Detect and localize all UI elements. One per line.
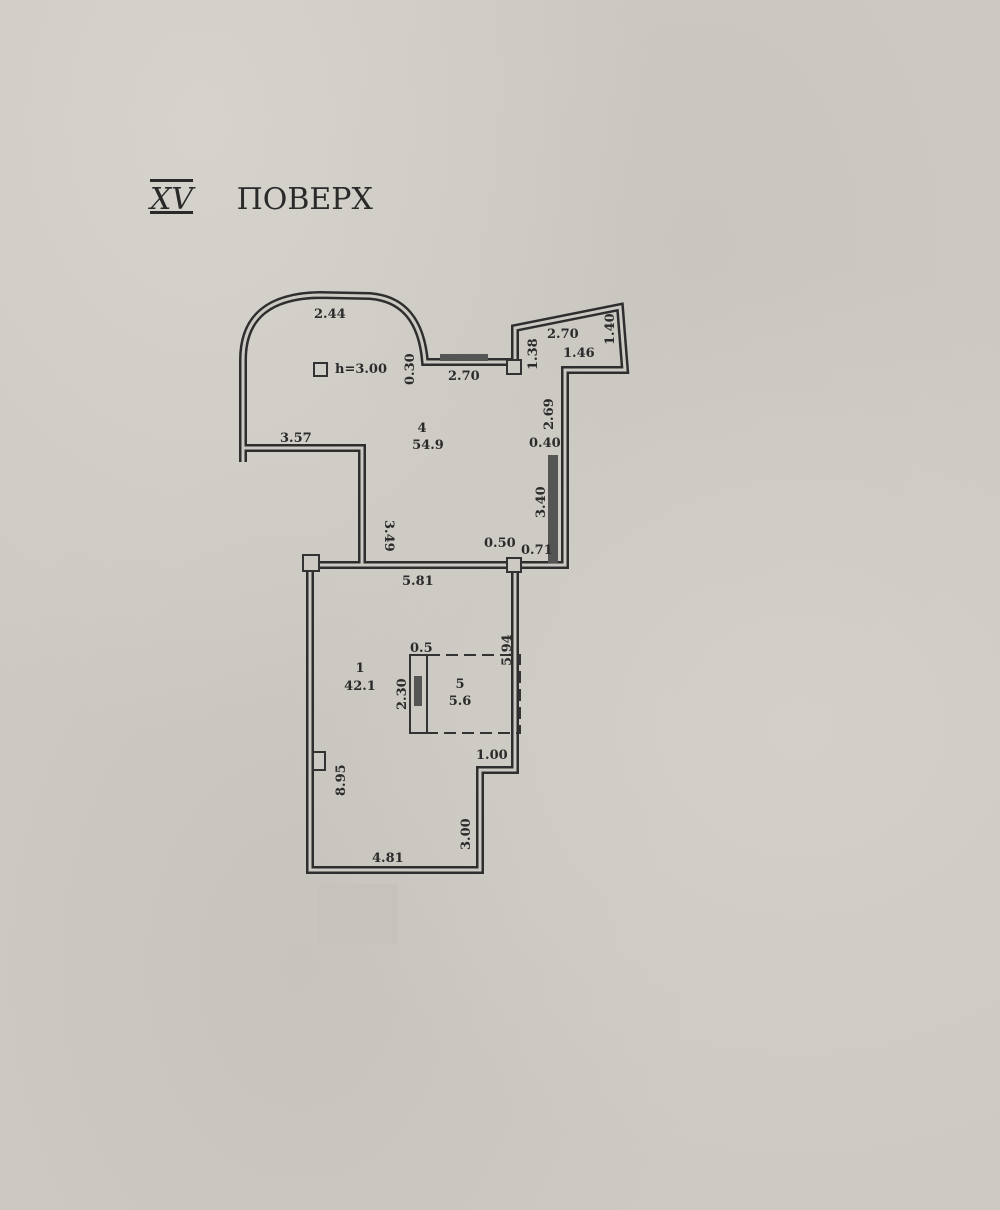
floor-heading: XV ПОВЕРХ (150, 182, 373, 217)
floor-word: ПОВЕРХ (236, 182, 373, 217)
dim-bottom-wall: 4.81 (372, 851, 404, 866)
room-4-area: 54.9 (412, 438, 444, 453)
dim-middle-wall: 5.81 (402, 574, 434, 589)
dim-balcony-depth: 1.40 (603, 313, 618, 345)
column (302, 554, 320, 572)
room-5-number: 5 (455, 677, 464, 692)
dim-closet-offset: 0.5 (410, 641, 433, 656)
room-1-number: 1 (355, 661, 364, 676)
ceiling-height: h=3.00 (335, 362, 387, 377)
dim-corner: 0.71 (521, 543, 553, 558)
room-1-area: 42.1 (344, 679, 376, 694)
dim-window-top: 2.70 (448, 369, 480, 384)
dim-balcony-width: 2.70 (547, 327, 579, 342)
redacted-area (318, 884, 398, 944)
room-5-area: 5.6 (449, 694, 472, 709)
dim-right-upper: 2.69 (542, 398, 557, 430)
window (440, 354, 488, 361)
dim-arc-top: 2.44 (314, 307, 346, 322)
closet-fixture (414, 676, 422, 706)
ceiling-height-marker (313, 362, 328, 377)
column (312, 751, 326, 771)
floor-number: XV (150, 182, 194, 217)
dim-right-lower: 3.40 (534, 486, 549, 518)
dim-niche-height: 1.38 (526, 338, 541, 370)
dim-left-step-height: 3.49 (381, 520, 396, 552)
dim-lower-right: 3.00 (459, 818, 474, 850)
dim-left-step: 3.57 (280, 431, 312, 446)
dim-right-offset: 0.40 (529, 436, 561, 451)
dim-step-width: 1.00 (476, 748, 508, 763)
room-4-number: 4 (417, 421, 426, 436)
walls (239, 290, 630, 874)
column (506, 359, 522, 375)
closet-shelf (409, 654, 428, 734)
dim-balcony-inner: 1.46 (563, 346, 595, 361)
dim-column-gap: 0.50 (484, 536, 516, 551)
dim-pier: 0.30 (403, 353, 418, 385)
dim-left-room1: 8.95 (334, 764, 349, 796)
closet-outline (409, 654, 521, 734)
dim-closet-height: 2.30 (395, 678, 410, 710)
column (506, 557, 522, 573)
dim-right-room1: 5.94 (500, 634, 515, 666)
radiator (548, 455, 558, 563)
